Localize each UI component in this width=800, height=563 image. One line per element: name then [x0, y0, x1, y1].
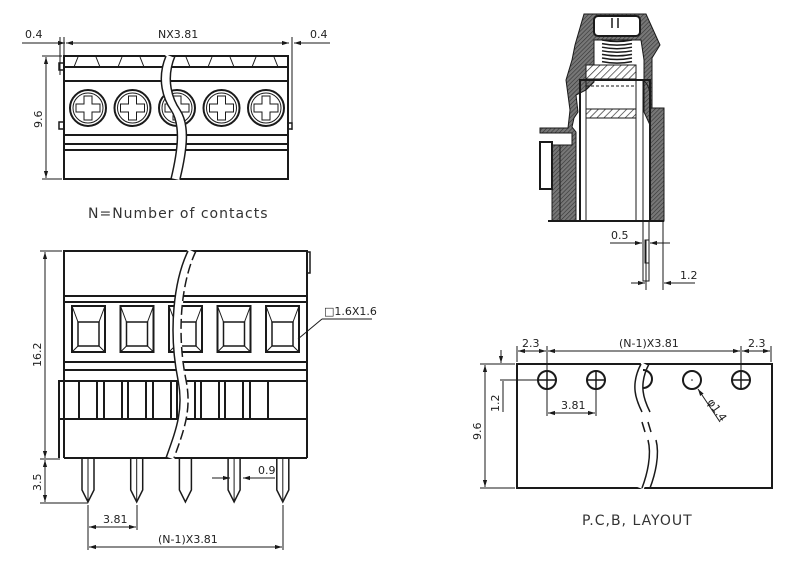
break-line: [165, 250, 189, 459]
dim-pitch-total: (N-1)X3.81: [158, 533, 218, 546]
pin: [81, 458, 95, 504]
latch-tab: [306, 251, 311, 274]
dim-left-gap: 0.4: [25, 28, 43, 41]
break-line: [169, 55, 188, 180]
hole-partial: [642, 369, 653, 389]
break-line: [634, 363, 643, 413]
spring-coil: [601, 39, 633, 43]
wire-opening: [71, 305, 106, 353]
pcb-hole: [682, 370, 702, 390]
break-line: [160, 55, 179, 180]
dim-hole-offset: 1.2: [489, 395, 502, 413]
pcb-hole: [586, 370, 606, 390]
pin: [227, 458, 241, 504]
dim-pin-hole: □1.6X1.6: [324, 305, 377, 318]
pin: [178, 458, 193, 504]
clamp-block: [585, 64, 637, 80]
dim-pitch-total: NX3.81: [158, 28, 198, 41]
dim-height: 9.6: [32, 111, 45, 129]
side-tab: [58, 121, 65, 130]
comb-tooth: [78, 380, 98, 419]
wire-opening: [216, 305, 252, 353]
spring-coil: [601, 42, 633, 46]
dim-hole-diameter: φ1.4: [705, 396, 730, 424]
dim-pin-width: 0.9: [258, 464, 276, 477]
dim-height: 16.2: [31, 343, 44, 368]
spring-coil: [601, 50, 633, 54]
dim-pitch-total: (N-1)X3.81: [619, 337, 679, 350]
break-line: [642, 363, 651, 413]
dim-pitch: 3.81: [103, 513, 128, 526]
clamp-block: [585, 108, 637, 119]
comb-tooth: [127, 380, 147, 419]
pin: [276, 458, 290, 504]
leader-line: [697, 388, 721, 423]
spring-coil: [601, 46, 633, 50]
dim-right-gap: 0.4: [310, 28, 328, 41]
comb-tooth: [200, 380, 220, 419]
wire-openings: [71, 305, 300, 353]
pcb-layout-caption: P.C,B, LAYOUT: [582, 513, 693, 529]
spring-coil: [601, 57, 633, 61]
pcb-layout: 2.3 (N-1)X3.81 2.3 9.6 1.2 3.81 φ1.4 P.C…: [471, 337, 773, 529]
side-tab: [287, 122, 293, 130]
ridges: [73, 56, 279, 68]
screw-icon: [202, 89, 241, 127]
dim-pin-offset: 1.2: [680, 269, 698, 282]
dim-left-margin: 2.3: [522, 337, 540, 350]
screw-icon: [113, 89, 152, 127]
top-view-caption: N=Number of contacts: [88, 206, 269, 222]
dim-right-margin: 2.3: [748, 337, 766, 350]
screw-head: [593, 15, 641, 37]
screw-row: [69, 89, 285, 127]
dim-pin-thickness: 0.5: [611, 229, 629, 242]
comb-tooth: [249, 380, 269, 419]
comb-tooth: [224, 380, 244, 419]
dim-pitch: 3.81: [561, 399, 586, 412]
pin: [129, 458, 144, 504]
wire-opening: [265, 305, 300, 353]
comb-tooth: [152, 380, 172, 419]
wire-opening: [119, 305, 155, 353]
break-line: [173, 250, 197, 459]
screw-icon: [69, 89, 107, 127]
spring-coil: [601, 60, 633, 64]
leader-line: [297, 318, 323, 340]
top-view: 0.4 NX3.81 0.4 9.6 N=Number of contacts: [22, 28, 330, 222]
dim-pin-length: 3.5: [31, 474, 44, 492]
comb-tooth: [103, 380, 123, 419]
screw-icon: [247, 89, 285, 127]
side-tab: [58, 62, 65, 71]
spring-coil: [601, 53, 633, 57]
dim-height: 9.6: [471, 423, 484, 441]
front-view: 16.2 3.5 □1.6X1.6 0.9 3.81 (N-1)X3.81: [31, 249, 377, 550]
side-section-view: 0.5 1.2: [539, 13, 698, 290]
